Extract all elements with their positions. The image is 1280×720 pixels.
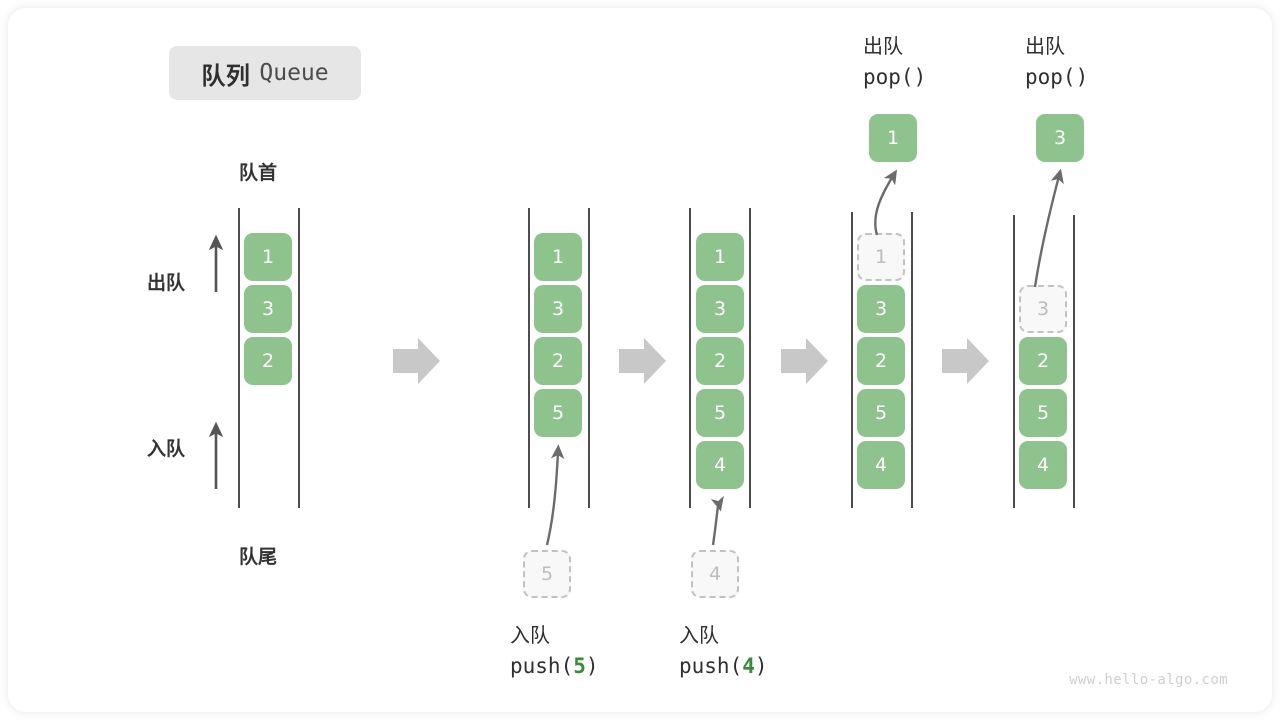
caption-cn: 出队 — [863, 34, 903, 58]
caption-cn: 入队 — [679, 623, 719, 647]
queue-cell: 2 — [244, 337, 292, 385]
queue-cell: 2 — [857, 337, 905, 385]
title-badge: 队列 Queue — [169, 46, 361, 100]
popped-cell: 1 — [869, 114, 917, 162]
queue-ghost-cell: 1 — [857, 233, 905, 281]
queue-rail-left-5 — [1013, 215, 1015, 508]
queue-cell-new: 5 — [534, 389, 582, 437]
label-dequeue-direction: 出队 — [147, 272, 186, 294]
queue-cell: 1 — [696, 233, 744, 281]
queue-rail-left-3 — [689, 208, 691, 508]
queue-rail-right-2 — [588, 208, 590, 508]
caption-cn: 出队 — [1025, 34, 1065, 58]
label-queue-tail: 队尾 — [239, 546, 278, 568]
label-queue-head: 队首 — [239, 162, 278, 184]
queue-cell: 2 — [1019, 337, 1067, 385]
queue-cell: 4 — [1019, 441, 1067, 489]
caption-code-suffix: ) — [585, 654, 599, 678]
caption-code: push(4) — [679, 650, 768, 682]
queue-rail-right-3 — [749, 208, 751, 508]
diagram-card — [8, 8, 1272, 712]
caption-pop-1: 出队 pop() — [863, 31, 926, 93]
queue-cell: 1 — [534, 233, 582, 281]
queue-rail-right-4 — [911, 212, 913, 508]
queue-cell: 1 — [244, 233, 292, 281]
caption-code-suffix: ) — [754, 654, 768, 678]
queue-cell: 4 — [857, 441, 905, 489]
queue-ghost-cell: 4 — [691, 550, 739, 598]
queue-rail-left-2 — [528, 208, 530, 508]
caption-code-arg: 5 — [573, 654, 586, 678]
caption-push-5: 入队 push(5) — [510, 620, 599, 682]
popped-cell: 3 — [1036, 114, 1084, 162]
watermark: www.hello-algo.com — [1069, 672, 1228, 688]
queue-cell: 2 — [534, 337, 582, 385]
title-en: Queue — [259, 60, 329, 86]
caption-code: pop() — [1025, 65, 1089, 89]
caption-code-arg: 4 — [742, 654, 755, 678]
queue-cell: 3 — [534, 285, 582, 333]
title-cn: 队列 — [201, 61, 251, 90]
queue-cell: 2 — [696, 337, 744, 385]
caption-code: pop() — [863, 65, 927, 89]
queue-cell: 5 — [857, 389, 905, 437]
queue-ghost-cell: 5 — [523, 550, 571, 598]
caption-pop-3: 出队 pop() — [1025, 31, 1088, 93]
queue-ghost-cell: 3 — [1019, 285, 1067, 333]
queue-rail-right-5 — [1073, 215, 1075, 508]
queue-cell: 5 — [1019, 389, 1067, 437]
queue-cell-new: 4 — [696, 441, 744, 489]
queue-cell: 3 — [244, 285, 292, 333]
label-enqueue-direction: 入队 — [147, 438, 186, 460]
caption-code: push(5) — [510, 650, 599, 682]
caption-code-prefix: push( — [510, 654, 574, 678]
queue-cell: 5 — [696, 389, 744, 437]
caption-push-4: 入队 push(4) — [679, 620, 768, 682]
caption-code-prefix: push( — [679, 654, 743, 678]
queue-rail-left-4 — [851, 212, 853, 508]
queue-cell: 3 — [857, 285, 905, 333]
caption-cn: 入队 — [510, 623, 550, 647]
queue-rail-left-1 — [238, 208, 240, 508]
queue-cell: 3 — [696, 285, 744, 333]
queue-rail-right-1 — [298, 208, 300, 508]
